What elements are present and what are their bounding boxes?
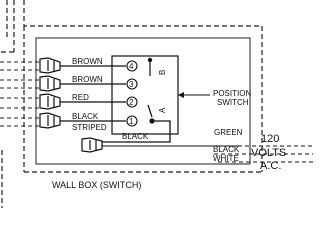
wiring-diagram: 4 3 2 1 B A POSITION SWITCH BLACK BROWN … [0,0,313,208]
wire-nut-icon [39,93,61,110]
position-switch-label-line2: SWITCH [217,98,249,107]
wire-label-brown-2: BROWN [72,75,103,84]
wire-nut-icon [39,112,61,129]
black-jumper-wire [100,120,171,143]
wire-label-red: RED [72,93,89,102]
wire-nuts [39,57,61,129]
terminal-4-label: 4 [129,62,134,71]
position-switch-body [111,55,179,135]
terminal-1-label: 1 [129,117,134,126]
wire-label-striped: STRIPED [72,123,107,132]
switch-contacts [147,57,155,124]
inner-box [35,37,251,165]
line-wires [102,145,313,163]
position-b-label: B [158,70,167,75]
position-a-label: A [158,107,167,113]
terminal-wires [60,65,126,122]
incoming-leads [0,61,42,127]
black-jumper-label: BLACK [122,132,149,141]
pointer-arrow-icon [178,92,184,98]
wire-nut-icon [39,57,61,74]
wire-label-white: WHITE [213,154,239,163]
wire-nut-icon [81,137,103,153]
voltage-label-line3: A.C. [260,160,281,172]
wire-label-brown-1: BROWN [72,57,103,66]
voltage-label-line1: 120 [261,133,279,145]
position-switch-label-line1: POSITION [213,89,251,98]
voltage-label-line2: VOLTS [251,147,286,159]
wall-box-caption: WALL BOX (SWITCH) [52,180,141,190]
terminal-2-label: 2 [129,98,134,107]
wire-label-black-line: BLACK [213,145,240,154]
terminal-3-label: 3 [129,80,134,89]
outer-dashed-border [0,0,15,208]
wire-label-green: GREEN [214,128,243,137]
wire-nut-icon [39,75,61,92]
wall-box-outline [23,0,263,173]
wire-label-black: BLACK [72,112,99,121]
switch-terminals [126,60,138,127]
